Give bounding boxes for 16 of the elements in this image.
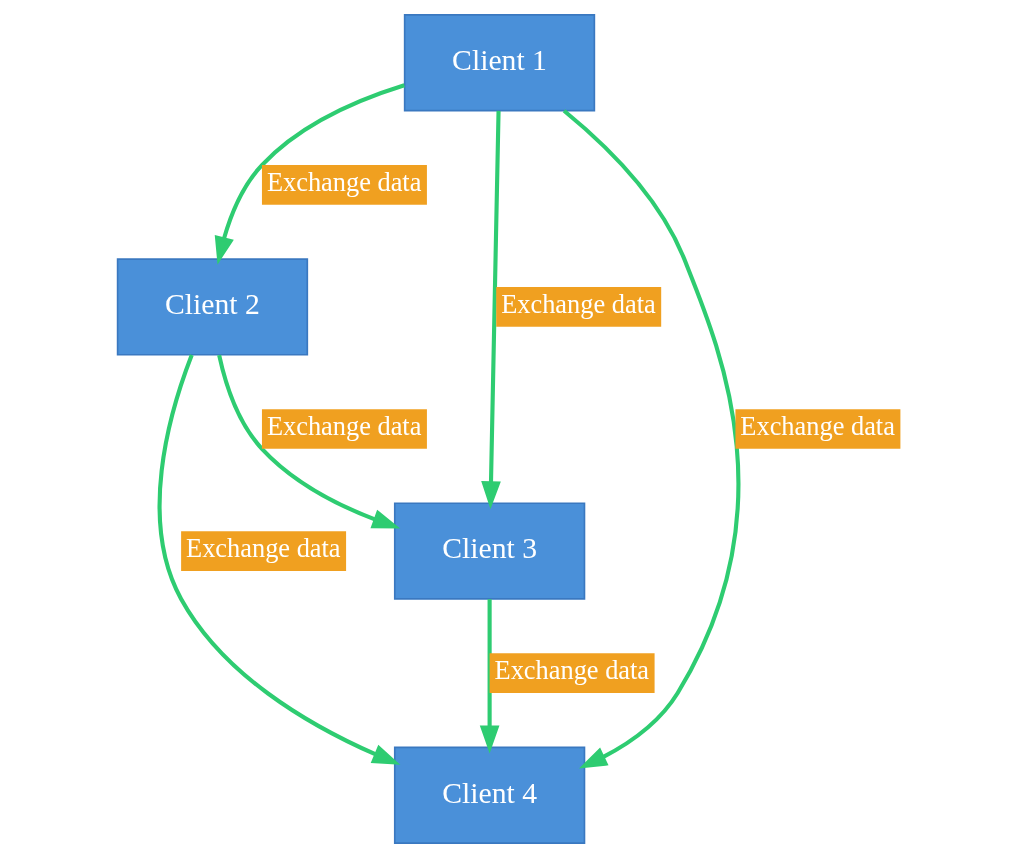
edge-label: Exchange data bbox=[266, 167, 422, 198]
arrow bbox=[217, 354, 401, 529]
arrow bbox=[562, 109, 741, 769]
edge-label: Exchange data bbox=[740, 411, 895, 442]
edge-label: Exchange data bbox=[186, 533, 341, 564]
node-box: Client 3 bbox=[393, 502, 586, 600]
edge-label: Exchange data bbox=[266, 411, 422, 442]
arrow bbox=[214, 83, 405, 265]
node-box: Client 4 bbox=[393, 746, 586, 844]
node-box: Client 2 bbox=[116, 258, 309, 356]
arrow bbox=[481, 110, 501, 510]
arrow bbox=[479, 599, 500, 754]
node-box: Client 1 bbox=[403, 14, 596, 112]
edge-label: Exchange data bbox=[501, 289, 656, 320]
arrow bbox=[157, 354, 401, 765]
edge-label: Exchange data bbox=[494, 655, 650, 686]
